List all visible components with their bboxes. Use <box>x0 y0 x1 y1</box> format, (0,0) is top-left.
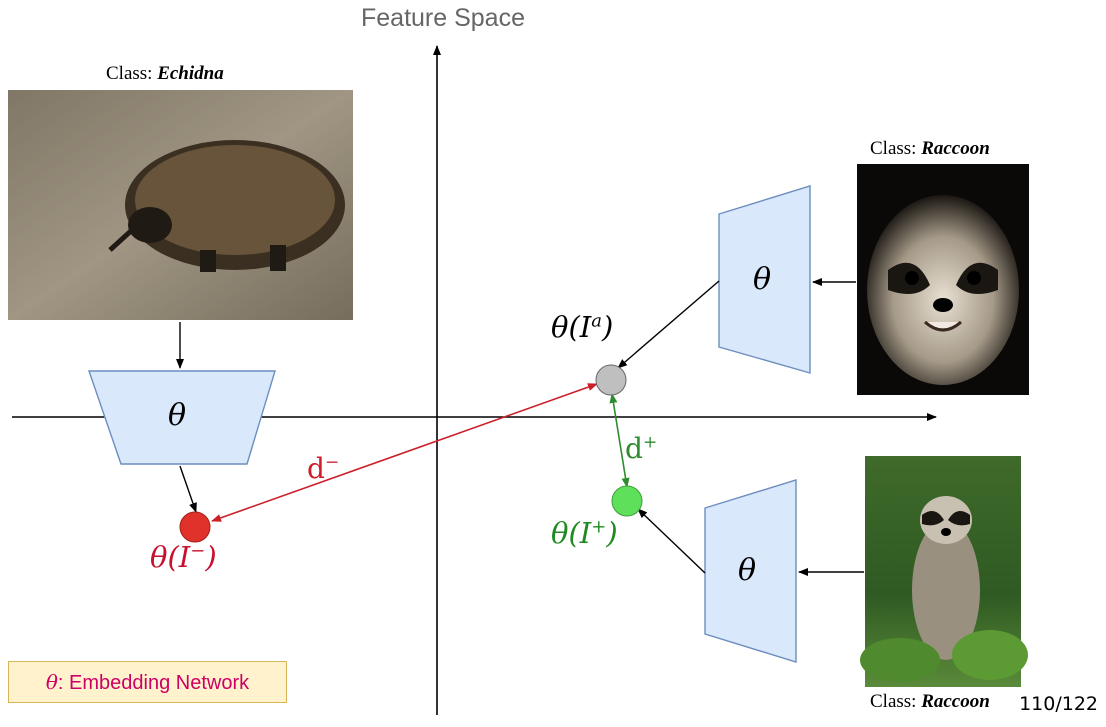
raccoon-bottom-caption: Class: Raccoon <box>870 691 990 713</box>
network-bottom-symbol: θ <box>738 553 757 588</box>
echidna-caption: Class: Echidna <box>106 63 224 85</box>
page-number: 110/122 <box>1019 693 1098 715</box>
positive-label: θ(I+) <box>551 516 618 550</box>
anchor-label-fn: θ(I <box>551 310 592 344</box>
negative-label-close: ) <box>205 540 217 574</box>
negative-label-fn: θ(I <box>150 540 191 574</box>
positive-distance-arrow <box>609 393 630 488</box>
negative-distance-label: d− <box>307 452 339 485</box>
negative-distance-base: d <box>307 452 325 485</box>
raccoon-top-caption: Class: Raccoon <box>870 138 990 160</box>
echidna-photo <box>8 90 353 320</box>
raccoon-top-class-name: Raccoon <box>921 138 990 159</box>
raccoon-top-photo <box>857 164 1029 395</box>
negative-distance-arrow <box>211 383 598 522</box>
positive-label-fn: θ(I <box>551 516 592 550</box>
network-left-symbol: θ <box>168 398 187 433</box>
negative-point <box>179 511 211 543</box>
raccoon-bottom-photo <box>860 456 1028 687</box>
embedding-network-top <box>718 185 811 374</box>
anchor-point <box>595 364 627 396</box>
arrow-network-to-anchor <box>617 280 720 369</box>
raccoon-bottom-caption-prefix: Class: <box>870 691 922 712</box>
positive-point <box>611 485 643 517</box>
positive-distance-sup: + <box>642 432 658 453</box>
raccoon-bottom-class-name: Raccoon <box>921 691 990 712</box>
negative-distance-sup: − <box>324 452 340 473</box>
anchor-label-sup: a <box>591 310 602 332</box>
feature-space-title: Feature Space <box>361 4 525 32</box>
legend-symbol: θ <box>45 670 58 694</box>
positive-distance-base: d <box>625 432 643 465</box>
echidna-caption-prefix: Class: <box>106 63 158 84</box>
positive-label-sup: + <box>591 516 607 538</box>
legend-box: θ: Embedding Network <box>8 661 287 703</box>
embedding-network-bottom <box>704 479 797 663</box>
negative-label-sup: − <box>190 540 206 562</box>
network-top-symbol: θ <box>753 262 772 297</box>
positive-distance-label: d+ <box>625 432 657 465</box>
arrow-network-to-negative <box>179 465 197 513</box>
anchor-label: θ(Ia) <box>551 310 613 344</box>
positive-label-close: ) <box>606 516 618 550</box>
raccoon-top-caption-prefix: Class: <box>870 138 922 159</box>
anchor-label-close: ) <box>601 310 614 344</box>
legend-text: : Embedding Network <box>57 672 250 694</box>
echidna-class-name: Echidna <box>157 63 224 84</box>
arrow-network-to-positive <box>637 508 706 574</box>
negative-label: θ(I−) <box>150 540 217 574</box>
